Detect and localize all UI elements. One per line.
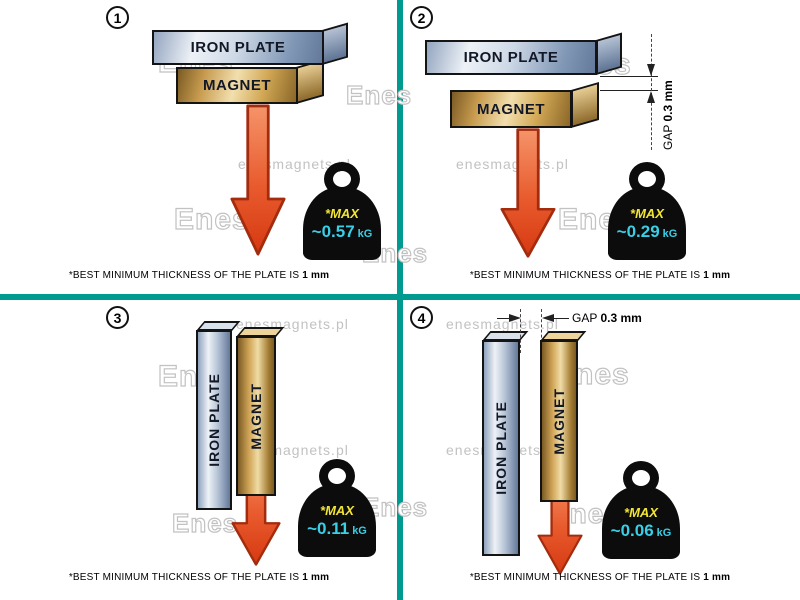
panel4-iron-plate-label: IRON PLATE [493, 401, 509, 495]
panel4-gap-word: GAP [572, 311, 598, 325]
panel4-iron-plate: IRON PLATE [482, 340, 520, 556]
vertical-divider [397, 0, 403, 600]
panel1-iron-plate: IRON PLATE [152, 30, 324, 65]
panel4-gap-value: 0.3 mm [600, 311, 642, 325]
panel1-footnote-text: *BEST MINIMUM THICKNESS OF THE PLATE IS [68, 270, 300, 281]
panel4-gap-label: GAP 0.3 mm [572, 311, 642, 325]
panel1-weight-icon: *MAX ~0.57 kG [303, 162, 381, 260]
panel2-gap-value: 0.3 mm [661, 80, 675, 122]
panel4-gap-extension-line [541, 309, 542, 353]
panel2-force-unit: kG [662, 227, 678, 240]
panel2-magnet-side-face [571, 81, 599, 128]
panel1-max-label: *MAX [325, 205, 359, 221]
panel4-weight-icon: *MAX ~0.06 kG [602, 461, 680, 559]
panel3-footnote-bold: 1 mm [302, 572, 330, 583]
panel3-number-badge: 3 [106, 306, 129, 329]
panel4-gap-arrow-right-icon [509, 314, 521, 322]
panel1-footnote: *BEST MINIMUM THICKNESS OF THE PLATE IS … [0, 270, 398, 281]
panel2-gap-arrow-down-icon [647, 64, 655, 76]
enes-logo-watermark: Enes [171, 507, 239, 538]
panel1-force-unit: kG [357, 227, 373, 240]
panel3-footnote: *BEST MINIMUM THICKNESS OF THE PLATE IS … [0, 572, 398, 583]
panel4-footnote-text: *BEST MINIMUM THICKNESS OF THE PLATE IS [469, 572, 701, 583]
panel4-max-label: *MAX [624, 504, 658, 520]
panel4-gap-arrow-left-icon [542, 314, 554, 322]
panel2-magnet-label: MAGNET [477, 100, 545, 118]
panel4-gap-extension-line [520, 309, 521, 353]
panel2-gap-arrow-up-icon [647, 91, 655, 103]
panel2-gap-word: GAP [661, 124, 675, 150]
panel2-gap-label: GAP 0.3 mm [661, 80, 675, 150]
panel1-number-badge: 1 [106, 6, 129, 29]
panel2-weight-icon: *MAX ~0.29 kG [608, 162, 686, 260]
panel1-iron-plate-side-face [322, 22, 348, 65]
panel3-force-unit: kG [352, 524, 367, 537]
panel4-weight-body: *MAX ~0.06 kG [602, 486, 680, 559]
panel2-footnote: *BEST MINIMUM THICKNESS OF THE PLATE IS … [402, 270, 798, 281]
panel4-gap-dimension-line [497, 318, 518, 319]
panel1-magnet: MAGNET [176, 67, 298, 104]
panel1-weight-body: *MAX ~0.57 kG [303, 187, 381, 260]
panel2-force-value: ~0.29 [616, 221, 660, 241]
panel2-gap-extension-line [600, 90, 658, 91]
panel2-max-label: *MAX [630, 205, 664, 221]
panel2-weight-body: *MAX ~0.29 kG [608, 187, 686, 260]
panel2-gap-extension-line [600, 76, 658, 77]
panel1-force-value: ~0.57 [311, 221, 355, 241]
panel2-footnote-bold: 1 mm [703, 270, 731, 281]
panel1-magnet-label: MAGNET [203, 77, 271, 94]
panel3-magnet: MAGNET [236, 336, 276, 496]
panel1-magnet-side-face [296, 58, 324, 104]
panel3-weight-icon: *MAX ~0.11 kG [298, 459, 376, 557]
panel3-iron-plate: IRON PLATE [196, 330, 232, 510]
panel4-gap-dimension-line [545, 318, 569, 319]
panel4-magnet-label: MAGNET [551, 387, 567, 455]
panel2-magnet: MAGNET [450, 90, 572, 128]
panel1-iron-plate-label: IRON PLATE [190, 39, 286, 56]
panel1-pull-force-arrow-icon [230, 104, 286, 256]
panel4-magnet: MAGNET [540, 340, 578, 502]
panel2-pull-force-arrow-icon [500, 128, 556, 258]
panel1-footnote-bold: 1 mm [302, 270, 330, 281]
panel3-force-value: ~0.11 [307, 518, 350, 538]
panel2-footnote-text: *BEST MINIMUM THICKNESS OF THE PLATE IS [469, 270, 701, 281]
horizontal-divider [0, 294, 800, 300]
panel3-magnet-label: MAGNET [248, 382, 264, 450]
panel4-force-value: ~0.06 [610, 520, 654, 540]
panel4-footnote-bold: 1 mm [703, 572, 731, 583]
panel4-force-unit: kG [656, 526, 672, 539]
panel2-iron-plate-side-face [596, 32, 622, 75]
panel3-footnote-text: *BEST MINIMUM THICKNESS OF THE PLATE IS [68, 572, 300, 583]
panel4-number-badge: 4 [410, 306, 433, 329]
panel2-iron-plate: IRON PLATE [425, 40, 597, 75]
panel2-number-badge: 2 [410, 6, 433, 29]
panel3-max-label: *MAX [320, 502, 354, 518]
panel2-iron-plate-label: IRON PLATE [463, 49, 559, 66]
panel3-iron-plate-label: IRON PLATE [206, 373, 222, 467]
panel3-weight-body: *MAX ~0.11 kG [298, 484, 376, 557]
panel4-footnote: *BEST MINIMUM THICKNESS OF THE PLATE IS … [402, 572, 798, 583]
